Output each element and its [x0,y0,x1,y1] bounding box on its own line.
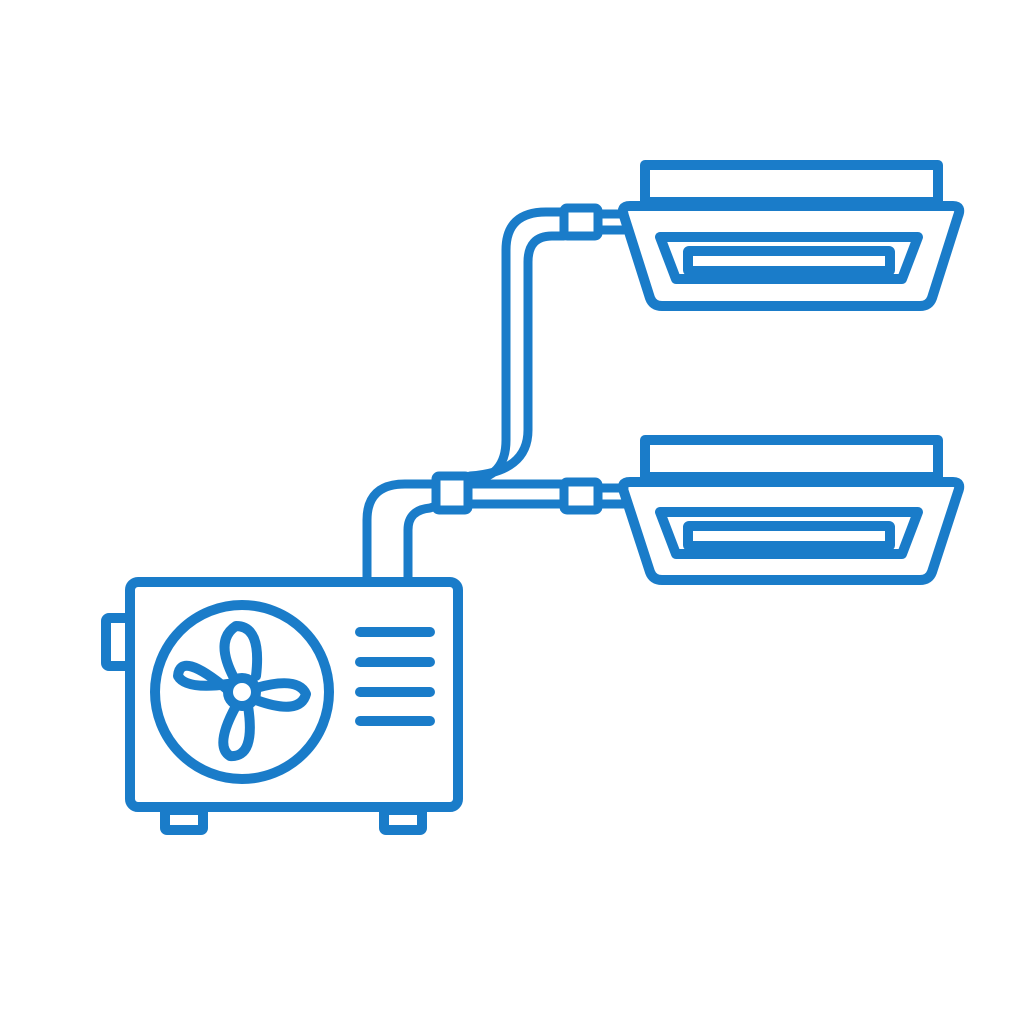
vent-slot-upper [683,246,895,276]
foot-left [160,805,208,835]
vent-outer-upper [655,232,923,284]
fan-blade-right [251,678,311,712]
vent-outer-lower [655,507,923,559]
tee-connector [431,471,473,515]
pipe-inner-wall [403,501,441,583]
foot-right [379,805,427,835]
fan-icon [150,600,334,784]
outdoor-unit-body [125,577,463,812]
outdoor-vent-grille [355,627,435,726]
pipe-riser-inner [465,231,569,481]
fan-blade-up [219,621,263,683]
refrigerant-piping [362,207,569,583]
fan-guard-ring [150,600,334,784]
vent-slot-lower [683,521,895,551]
pipe-connectors [431,203,629,515]
cassette-panel-upper [617,201,965,311]
ceiling-box-lower [640,435,943,482]
connector-upper-unit [559,203,603,241]
pipe-outer-wall [362,479,441,583]
indoor-unit-lower [617,435,965,585]
indoor-unit-upper [617,160,965,311]
connector-lower-unit [559,477,603,515]
cassette-panel-lower [617,477,965,585]
pipe-riser-outer [465,207,569,485]
outdoor-unit [101,577,463,835]
fan-blade-left [173,660,233,695]
fan-blade-down [218,701,255,761]
ceiling-box-upper [640,160,943,207]
